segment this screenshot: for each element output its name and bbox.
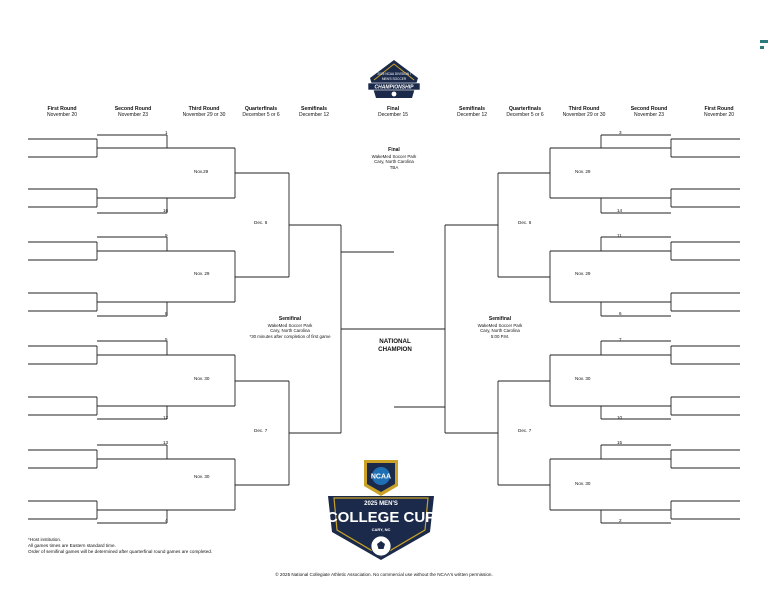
left-seed-9: 9 bbox=[165, 233, 168, 238]
left-quarter-date-2: Dec. 7 bbox=[254, 428, 268, 433]
left-third-round-date-4: Nov. 30 bbox=[194, 474, 210, 479]
right-quarter-date-1: Dec. 6 bbox=[518, 220, 532, 225]
logo-bottom-line3: CARY, NC bbox=[372, 527, 391, 532]
right-seed-2: 2 bbox=[619, 518, 622, 523]
right-third-round-date-3: Nov. 30 bbox=[575, 376, 591, 381]
right-seed-14: 14 bbox=[617, 208, 623, 213]
right-seed-6: 6 bbox=[619, 311, 622, 316]
left-quarter-date-1: Dec. 6 bbox=[254, 220, 268, 225]
logo-top-line2: MEN'S SOCCER bbox=[382, 77, 407, 81]
final-info: Final WakeMed Soccer Park Cary, North Ca… bbox=[371, 147, 417, 170]
right-quarter-date-2: Dec. 7 bbox=[518, 428, 532, 433]
college-cup-logo: NCAA 2025 MEN'S COLLEGE CUP CARY, NC bbox=[327, 460, 435, 560]
left-seed-8: 8 bbox=[165, 311, 168, 316]
right-third-round-date-2: Nov. 29 bbox=[575, 271, 591, 276]
left-third-round-date-3: Nov. 30 bbox=[194, 376, 210, 381]
left-seed-1: 1 bbox=[165, 130, 168, 135]
right-seed-11: 11 bbox=[617, 233, 622, 238]
corner-mark-2 bbox=[760, 46, 764, 49]
right-third-round-date-1: Nov. 29 bbox=[575, 169, 591, 174]
logo-bottom-line2: COLLEGE CUP bbox=[327, 509, 435, 526]
left-seed-5: 5 bbox=[165, 337, 168, 342]
logo-top-line3: CHAMPIONSHIP bbox=[375, 85, 415, 91]
right-seed-10: 10 bbox=[617, 415, 623, 420]
semifinal-right-info: Semifinal WakeMed Soccer Park Cary, Nort… bbox=[477, 316, 523, 339]
logo-badge-text: NCAA bbox=[371, 474, 391, 481]
championship-logo: 2025 NCAA DIVISION I MEN'S SOCCER CHAMPI… bbox=[367, 60, 421, 98]
national-champion-label: NATIONAL CHAMPION bbox=[378, 338, 412, 353]
left-third-round-date-1: Nov.29 bbox=[194, 169, 209, 174]
semifinal-left-info: Semifinal WakeMed Soccer Park Cary, Nort… bbox=[249, 316, 331, 339]
logo-top-line1: 2025 NCAA DIVISION I bbox=[377, 72, 410, 76]
left-seed-12: 12 bbox=[163, 415, 169, 420]
right-seed-15: 15 bbox=[617, 440, 623, 445]
copyright-footer: © 2025 National Collegiate Athletic Asso… bbox=[275, 572, 493, 577]
right-seed-7: 7 bbox=[619, 337, 622, 342]
corner-mark bbox=[760, 40, 768, 43]
logo-bottom-line1: 2025 MEN'S bbox=[364, 501, 398, 507]
right-seed-3: 3 bbox=[619, 130, 622, 135]
bracket-notes: *Host institution. All games times are E… bbox=[28, 537, 213, 554]
left-third-round-date-2: Nov. 29 bbox=[194, 271, 210, 276]
left-seed-13: 13 bbox=[163, 440, 169, 445]
left-seed-16: 16 bbox=[163, 208, 169, 213]
left-seed-4: 4 bbox=[165, 518, 168, 523]
right-third-round-date-4: Nov. 30 bbox=[575, 481, 591, 486]
